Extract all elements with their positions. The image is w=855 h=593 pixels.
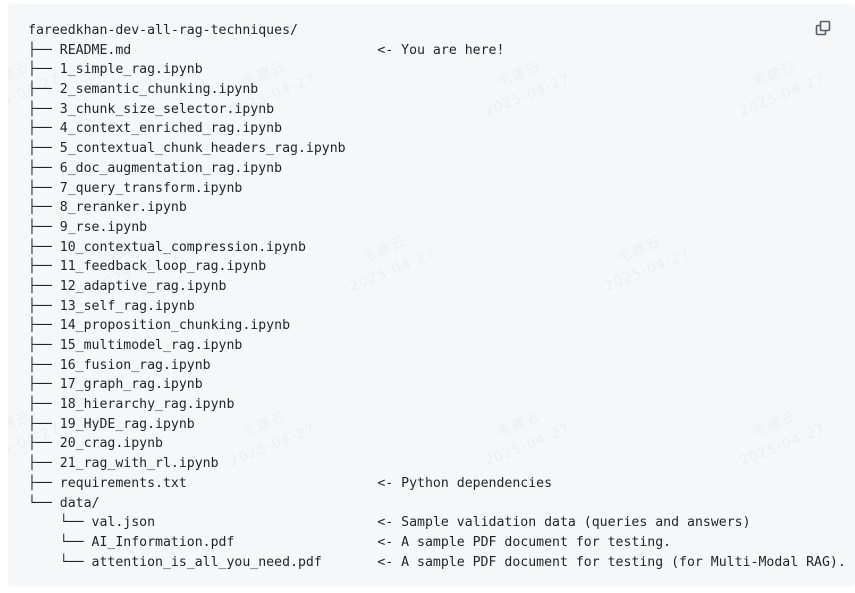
tree-entry-label: ├── 16_fusion_rag.ipynb [28,357,211,373]
tree-row: ├── 18_hierarchy_rag.ipynb [28,395,845,415]
tree-entry-label: └── data/ [28,495,100,511]
tree-row: ├── 20_crag.ipynb [28,434,845,454]
tree-entry-comment: <- Python dependencies [377,475,553,491]
tree-row: └── val.json <- Sample validation data (… [28,513,845,533]
tree-entry-label: ├── requirements.txt [28,475,187,491]
tree-row: ├── 8_reranker.ipynb [28,198,845,218]
tree-entry-label: ├── 12_adaptive_rag.ipynb [28,278,227,294]
tree-row: ├── 1_simple_rag.ipynb [28,60,845,80]
tree-row: ├── 11_feedback_loop_rag.ipynb [28,257,845,277]
tree-entry-label: ├── 18_hierarchy_rag.ipynb [28,397,235,413]
tree-entry-label: ├── 17_graph_rag.ipynb [28,377,203,393]
tree-entry-comment: <- A sample PDF document for testing. [377,534,672,550]
tree-row: ├── 6_doc_augmentation_rag.ipynb [28,159,845,179]
tree-row: ├── 15_multimodel_rag.ipynb [28,336,845,356]
tree-entry-label: ├── 15_multimodel_rag.ipynb [28,338,243,353]
tree-entry-label: ├── 13_self_rag.ipynb [28,298,195,314]
tree-row: ├── requirements.txt <- Python dependenc… [28,474,845,494]
copy-icon-glyph [815,20,831,36]
tree-entry-label: ├── 7_query_transform.ipynb [28,180,243,196]
tree-entry-label: ├── 20_crag.ipynb [28,436,163,452]
tree-row: ├── 19_HyDE_rag.ipynb [28,415,845,435]
tree-row: ├── 4_context_enriched_rag.ipynb [28,119,845,139]
tree-entry-label: ├── 1_simple_rag.ipynb [28,62,203,78]
tree-entry-label: ├── 19_HyDE_rag.ipynb [28,416,195,432]
tree-entry-label: ├── 11_feedback_loop_rag.ipynb [28,259,267,275]
tree-entry-label: ├── 8_reranker.ipynb [28,200,187,216]
tree-root-label: fareedkhan-dev-all-rag-techniques/ [28,23,298,38]
tree-entry-label: ├── 2_semantic_chunking.ipynb [28,82,259,98]
tree-row: ├── 9_rse.ipynb [28,218,845,238]
tree-row: ├── 17_graph_rag.ipynb [28,375,845,395]
tree-row: ├── 13_self_rag.ipynb [28,297,845,317]
tree-row: ├── 21_rag_with_rl.ipynb [28,454,845,474]
tree-entry-label: ├── 21_rag_with_rl.ipynb [28,456,219,472]
tree-entry-label: └── AI_Information.pdf [28,534,235,550]
tree-row: ├── 5_contextual_chunk_headers_rag.ipynb [28,139,845,159]
tree-entry-comment: <- You are here! [377,42,505,58]
tree-row: ├── README.md <- You are here! [28,41,845,61]
tree-entry-label: ├── 9_rse.ipynb [28,219,148,235]
tree-row: └── data/ [28,494,845,514]
tree-entry-label: ├── README.md [28,42,132,58]
tree-entry-label: ├── 4_context_enriched_rag.ipynb [28,121,283,137]
tree-entry-label: ├── 6_doc_augmentation_rag.ipynb [28,160,283,176]
tree-row: └── AI_Information.pdf <- A sample PDF d… [28,533,845,553]
tree-row: ├── 10_contextual_compression.ipynb [28,238,845,258]
tree-entry-comment: <- A sample PDF document for testing (fo… [377,554,846,570]
tree-entry-label: └── attention_is_all_you_need.pdf [28,554,322,570]
tree-row: └── attention_is_all_you_need.pdf <- A s… [28,553,846,573]
tree-row: ├── 12_adaptive_rag.ipynb [28,277,845,297]
tree-row: ├── 2_semantic_chunking.ipynb [28,80,845,100]
tree-root: fareedkhan-dev-all-rag-techniques/ [28,21,845,41]
copy-icon[interactable] [811,16,835,40]
tree-row: ├── 3_chunk_size_selector.ipynb [28,100,845,120]
tree-entry-label: ├── 14_proposition_chunking.ipynb [28,318,291,334]
tree-entry-label: ├── 5_contextual_chunk_headers_rag.ipynb [28,141,346,157]
tree-row: ├── 7_query_transform.ipynb [28,179,845,199]
tree-entry-label: ├── 3_chunk_size_selector.ipynb [28,101,275,117]
tree-entry-label: └── val.json [28,515,156,531]
tree-entry-comment: <- Sample validation data (queries and a… [377,515,751,531]
tree-row: ├── 16_fusion_rag.ipynb [28,356,845,376]
tree-entry-label: ├── 10_contextual_compression.ipynb [28,239,306,255]
tree-row: ├── 14_proposition_chunking.ipynb [28,316,845,336]
file-tree: fareedkhan-dev-all-rag-techniques/ ├── RE… [28,21,846,573]
